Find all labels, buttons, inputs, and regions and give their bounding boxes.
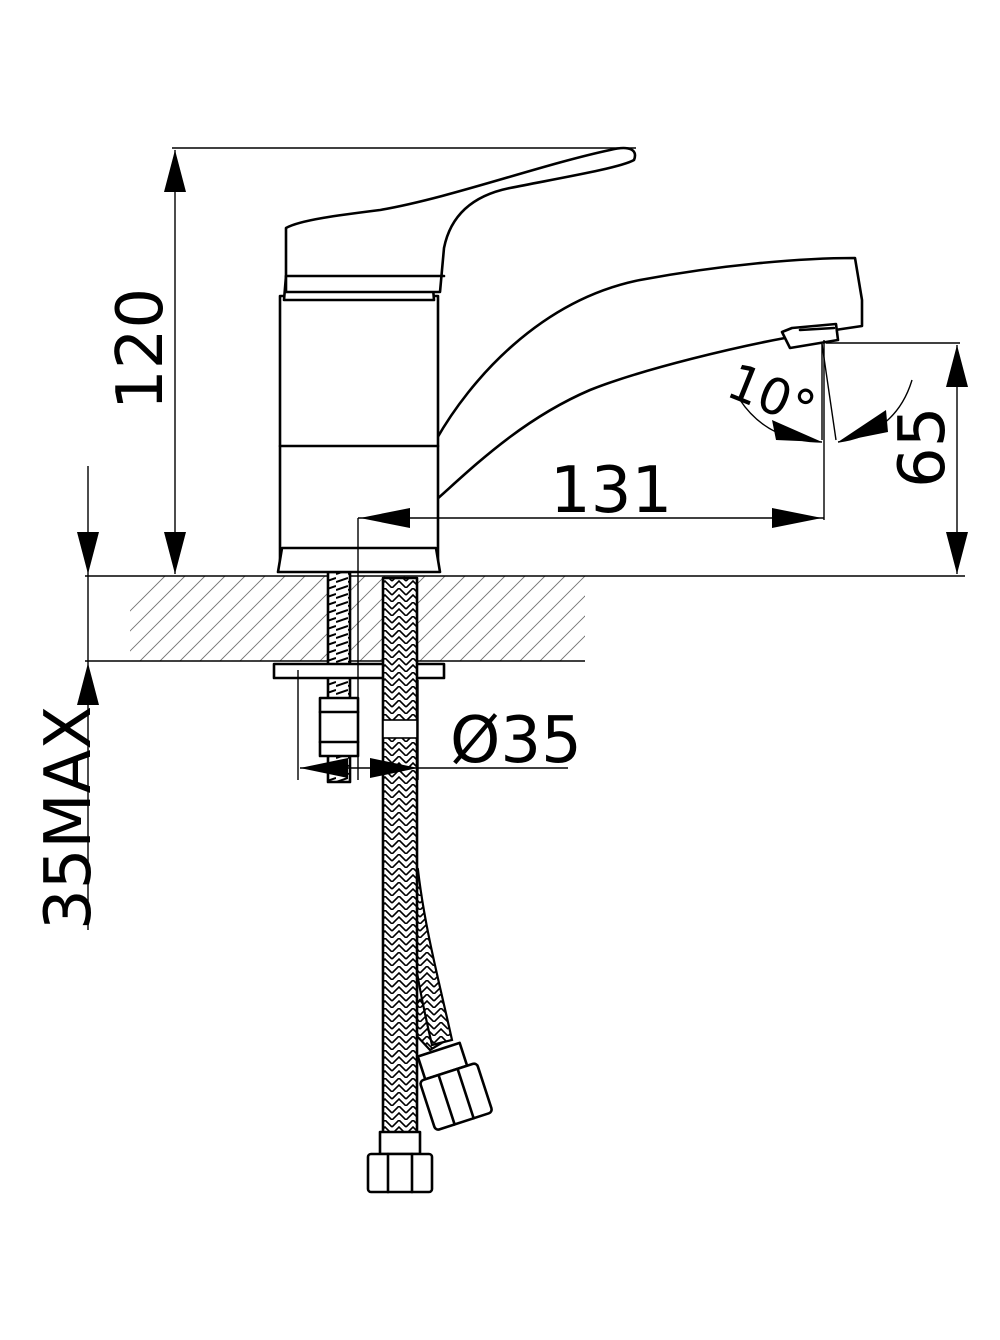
arrow-up bbox=[77, 663, 99, 705]
mounting-nut bbox=[318, 696, 360, 758]
reach-label: 131 bbox=[550, 454, 672, 528]
dimension-height-total: 120 bbox=[104, 147, 636, 574]
height-total-label: 120 bbox=[104, 288, 178, 410]
arrow-up bbox=[164, 150, 186, 192]
faucet-body bbox=[276, 146, 864, 574]
body-base bbox=[276, 546, 442, 574]
mount-diameter-label: Ø35 bbox=[450, 704, 582, 778]
countertop-hatching bbox=[130, 576, 585, 661]
arrow-down bbox=[946, 532, 968, 574]
lever-handle bbox=[284, 146, 637, 294]
countertop-section bbox=[85, 575, 965, 662]
arrow-right bbox=[370, 758, 418, 778]
arrow-angle-right bbox=[838, 410, 888, 442]
supply-hoses bbox=[366, 576, 493, 1194]
dimension-reach: 131 bbox=[357, 340, 825, 780]
dimension-spout-angle: 10° bbox=[720, 343, 913, 443]
arrow-up bbox=[946, 345, 968, 387]
hose-primary bbox=[383, 578, 417, 1148]
dimension-spout-height: 65 bbox=[826, 342, 968, 574]
hose-primary-fitting bbox=[366, 1130, 434, 1194]
arrow-down bbox=[164, 532, 186, 574]
spout-angle-label: 10° bbox=[720, 352, 824, 439]
spout bbox=[434, 256, 864, 502]
body-cylinder bbox=[278, 294, 440, 573]
dimension-mount-diameter: Ø35 bbox=[297, 670, 582, 780]
dimension-max-deck-thickness: 35MAX bbox=[32, 466, 106, 930]
mounting-plate bbox=[272, 662, 446, 680]
max-deck-thickness-label: 35MAX bbox=[32, 706, 106, 930]
arrow-right bbox=[772, 508, 822, 528]
spout-height-label: 65 bbox=[886, 407, 960, 488]
hose-secondary-fitting bbox=[416, 1041, 493, 1131]
arrow-left bbox=[300, 758, 348, 778]
arrow-left bbox=[360, 508, 410, 528]
arrow-angle-left bbox=[772, 420, 822, 442]
arrow-down bbox=[77, 532, 99, 574]
